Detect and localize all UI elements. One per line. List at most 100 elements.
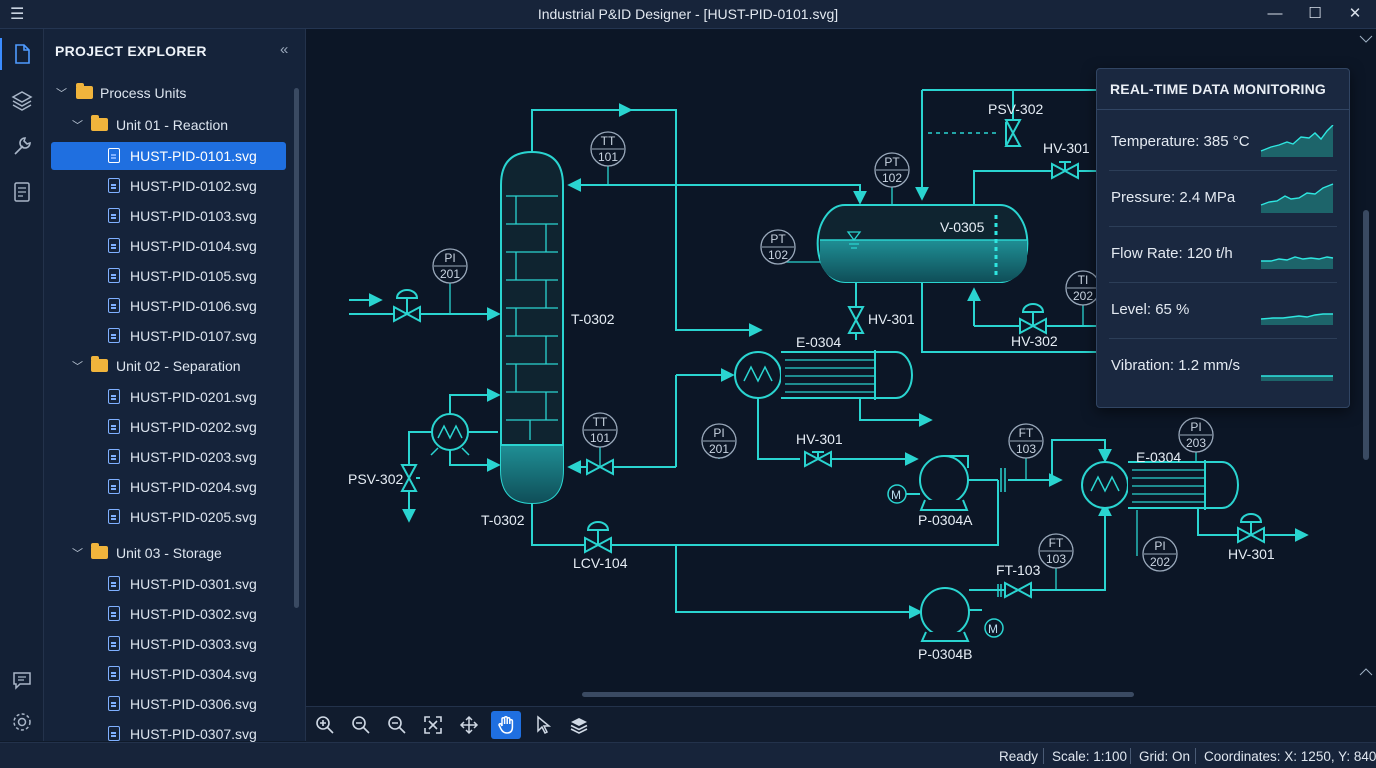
monitor-title: REAL-TIME DATA MONITORING <box>1110 81 1327 97</box>
motor-b-label: M <box>988 622 998 636</box>
title-bar: ☰ Industrial P&ID Designer - [HUST-PID-0… <box>0 0 1376 29</box>
file-icon <box>108 606 120 621</box>
motor-b-icon <box>984 618 1004 638</box>
file-icon <box>108 419 120 434</box>
file-label: HUST-PID-0203.svg <box>130 449 257 465</box>
file-icon <box>108 178 120 193</box>
file-icon <box>108 726 120 741</box>
label-p0304a: P-0304A <box>918 512 973 528</box>
tree-file[interactable]: HUST-PID-0203.svg <box>44 443 294 471</box>
document-icon[interactable] <box>9 179 35 205</box>
sparkline-chart <box>1261 375 1333 381</box>
row-divider <box>1109 282 1337 283</box>
hand-tool-icon[interactable] <box>491 711 521 739</box>
file-label: HUST-PID-0102.svg <box>130 178 257 194</box>
layers-toggle-icon[interactable] <box>564 711 594 739</box>
tree-file[interactable]: HUST-PID-0105.svg <box>44 262 294 290</box>
file-label: HUST-PID-0307.svg <box>130 726 257 742</box>
canvas-vscroll[interactable] <box>1363 210 1369 460</box>
instrument-tag: PT <box>770 232 786 246</box>
instrument-tag: PI <box>444 251 455 265</box>
monitor-value: Pressure: 2.4 MPa <box>1111 189 1236 206</box>
tree-file[interactable]: HUST-PID-0107.svg <box>44 322 294 350</box>
tree-file[interactable]: HUST-PID-0303.svg <box>44 630 294 658</box>
tree-file[interactable]: HUST-PID-0307.svg <box>44 720 294 748</box>
tree-file[interactable]: HUST-PID-0304.svg <box>44 660 294 688</box>
tree-unit[interactable]: ﹀Unit 03 - Storage <box>44 539 294 567</box>
label-column-bottom: T-0302 <box>481 512 525 528</box>
zoom-out-icon[interactable] <box>346 711 376 739</box>
file-label: HUST-PID-0201.svg <box>130 389 257 405</box>
wrench-icon[interactable] <box>9 133 35 159</box>
fit-screen-icon[interactable] <box>418 711 448 739</box>
file-icon <box>108 298 120 313</box>
chevron-down-icon[interactable]: ﹀ <box>72 548 83 560</box>
instrument-number: 101 <box>590 431 610 445</box>
tree-file[interactable]: HUST-PID-0306.svg <box>44 690 294 718</box>
zoom-out-alt-icon[interactable] <box>382 711 412 739</box>
folder-icon <box>91 356 108 372</box>
instrument-tag: TT <box>593 415 608 429</box>
file-icon <box>108 696 120 711</box>
tree-file[interactable]: HUST-PID-0104.svg <box>44 232 294 260</box>
files-icon[interactable] <box>0 38 35 70</box>
maximize-button[interactable]: ☐ <box>1308 5 1322 22</box>
explorer-scrollbar[interactable] <box>294 88 299 608</box>
tree-file[interactable]: HUST-PID-0201.svg <box>44 383 294 411</box>
tree-file[interactable]: HUST-PID-0103.svg <box>44 202 294 230</box>
chevron-down-icon[interactable]: ﹀ <box>56 88 67 100</box>
chevron-down-icon[interactable]: ﹀ <box>72 120 83 132</box>
tree-file[interactable]: HUST-PID-0101.svg <box>51 142 286 170</box>
file-icon <box>108 576 120 591</box>
file-icon <box>108 509 120 524</box>
layers-icon[interactable] <box>9 87 35 113</box>
collapse-panel-icon[interactable]: « <box>280 41 289 58</box>
tree-unit[interactable]: ﹀Unit 01 - Reaction <box>44 111 294 139</box>
tree-file[interactable]: HUST-PID-0102.svg <box>44 172 294 200</box>
label-hv-vessel: HV-301 <box>868 311 915 327</box>
chat-icon[interactable] <box>9 667 35 693</box>
select-pointer-icon[interactable] <box>528 711 558 739</box>
file-label: HUST-PID-0103.svg <box>130 208 257 224</box>
pan-move-icon[interactable] <box>454 711 484 739</box>
label-v0305: V-0305 <box>940 219 985 235</box>
tree-file[interactable]: HUST-PID-0205.svg <box>44 503 294 531</box>
hamburger-menu-icon[interactable]: ☰ <box>10 6 25 23</box>
hscroll-thumb[interactable] <box>582 692 1134 697</box>
label-ft103-valve: FT-103 <box>996 562 1041 578</box>
chevron-down-icon[interactable]: ﹀ <box>72 361 83 373</box>
minimize-button[interactable]: — <box>1267 5 1283 22</box>
file-label: HUST-PID-0204.svg <box>130 479 257 495</box>
tree-file[interactable]: HUST-PID-0202.svg <box>44 413 294 441</box>
monitor-row: Flow Rate: 120 t/h <box>1097 227 1349 283</box>
tree-file[interactable]: HUST-PID-0301.svg <box>44 570 294 598</box>
sparkline-chart <box>1260 125 1334 157</box>
label-psv-top: PSV-302 <box>988 101 1043 117</box>
zoom-in-icon[interactable] <box>310 711 340 739</box>
status-separator <box>1130 748 1131 764</box>
project-explorer: PROJECT EXPLORER « ﹀Process Units﹀Unit 0… <box>44 29 306 742</box>
file-label: HUST-PID-0104.svg <box>130 238 257 254</box>
file-label: HUST-PID-0107.svg <box>130 328 257 344</box>
file-label: HUST-PID-0302.svg <box>130 606 257 622</box>
tree-file[interactable]: HUST-PID-0302.svg <box>44 600 294 628</box>
instrument-number: 201 <box>709 442 729 456</box>
monitor-row: Vibration: 1.2 mm/s <box>1097 339 1349 395</box>
row-divider <box>1109 338 1337 339</box>
status-separator <box>1195 748 1196 764</box>
tree-root[interactable]: ﹀Process Units <box>44 79 294 107</box>
tree-unit[interactable]: ﹀Unit 02 - Separation <box>44 352 294 380</box>
monitor-row: Temperature: 385 °C <box>1097 115 1349 171</box>
tree-file[interactable]: HUST-PID-0204.svg <box>44 473 294 501</box>
instrument-number: 103 <box>1046 552 1066 566</box>
instrument-tag: PI <box>1190 420 1201 434</box>
instrument-tag: PT <box>884 155 900 169</box>
gear-icon[interactable] <box>9 709 35 735</box>
tree-file[interactable]: HUST-PID-0106.svg <box>44 292 294 320</box>
monitor-row: Pressure: 2.4 MPa <box>1097 171 1349 227</box>
close-button[interactable]: ✕ <box>1348 5 1362 22</box>
instrument-number: 102 <box>768 248 788 262</box>
row-divider <box>1109 170 1337 171</box>
canvas-hscroll[interactable] <box>306 688 1354 700</box>
status-separator <box>1043 748 1044 764</box>
